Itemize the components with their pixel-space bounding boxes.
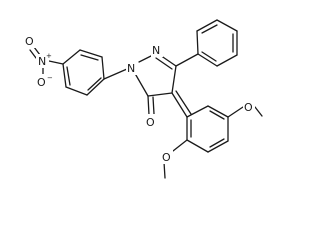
label-ring-n1: N: [127, 62, 135, 75]
dmp-double-1: [209, 110, 225, 120]
bond-c4-ch-double: [175, 90, 192, 115]
dmp-bond-4: [207, 140, 229, 153]
label-nitro-n: N: [38, 55, 46, 68]
bond-c3-c4: [171, 65, 177, 94]
methylidene-bridge: [171, 90, 192, 118]
carbonyl-group: [147, 95, 155, 116]
phenyl-bond-2: [196, 19, 218, 32]
phenyl-bond-3: [216, 19, 238, 32]
aryl-bond-6: [86, 78, 105, 96]
molecular-structure: O N + O − N N O O O: [24, 19, 263, 179]
dimethoxyphenyl-ring: [186, 105, 229, 153]
bond-n1-aryl: [103, 68, 128, 80]
bond-n2-c3-double: [155, 57, 173, 70]
bond-aryl-o-right: [227, 106, 244, 118]
bond-c3-phenyl: [175, 53, 199, 67]
nitrophenyl-ring: [62, 49, 128, 96]
aryl-bond-4: [62, 63, 67, 88]
label-carbonyl-o: O: [146, 116, 155, 129]
phenyl-double-1: [201, 24, 218, 34]
bond-c4-c5: [147, 92, 173, 97]
bond-c5-o: [147, 95, 150, 116]
label-ring-n2: N: [152, 44, 160, 57]
aryl-bond-2: [79, 49, 103, 58]
aryl-double-3: [87, 77, 102, 91]
bond-nitro-n-o-left-double: [33, 46, 41, 56]
label-nitro-o-bottom: O: [37, 76, 46, 89]
label-nitro-o-left: O: [25, 35, 34, 48]
methoxy-right: [227, 106, 263, 118]
phenyl-double-3: [201, 51, 217, 62]
bond-c4-ch: [171, 92, 188, 118]
dmp-bond-1: [186, 105, 209, 118]
bond-o-methyl-left: [163, 161, 166, 179]
dmp-bond-5: [186, 139, 209, 153]
label-nitro-n-charge: +: [46, 52, 52, 60]
label-methoxy-o-right: O: [244, 101, 253, 114]
pyrazolone-ring: [132, 52, 177, 97]
bond-o-methyl-right: [254, 106, 263, 117]
phenyl-bond-5: [216, 54, 238, 67]
aryl-bond-5: [65, 86, 88, 96]
bond-aryl-o-left: [172, 139, 188, 152]
bond-c5-o-double: [152, 96, 155, 115]
phenyl-bond-6: [197, 53, 218, 67]
dmp-bond-2: [207, 105, 229, 118]
atom-labels: O N + O − N N O O O: [24, 34, 255, 164]
methoxy-left: [163, 139, 188, 179]
aryl-bond-1: [101, 56, 105, 80]
bond-nitro-n-o-left: [29, 49, 37, 59]
label-nitro-o-bottom-charge: −: [47, 74, 53, 82]
phenyl-ring: [175, 19, 238, 67]
phenyl-bond-1: [196, 30, 199, 55]
aryl-double-1: [80, 54, 99, 61]
aryl-double-2: [66, 66, 71, 86]
bond-aryl-nitro-n: [48, 60, 64, 65]
label-methoxy-o-left: O: [162, 151, 171, 164]
dmp-double-2: [209, 138, 225, 148]
aryl-bond-3: [62, 49, 81, 65]
